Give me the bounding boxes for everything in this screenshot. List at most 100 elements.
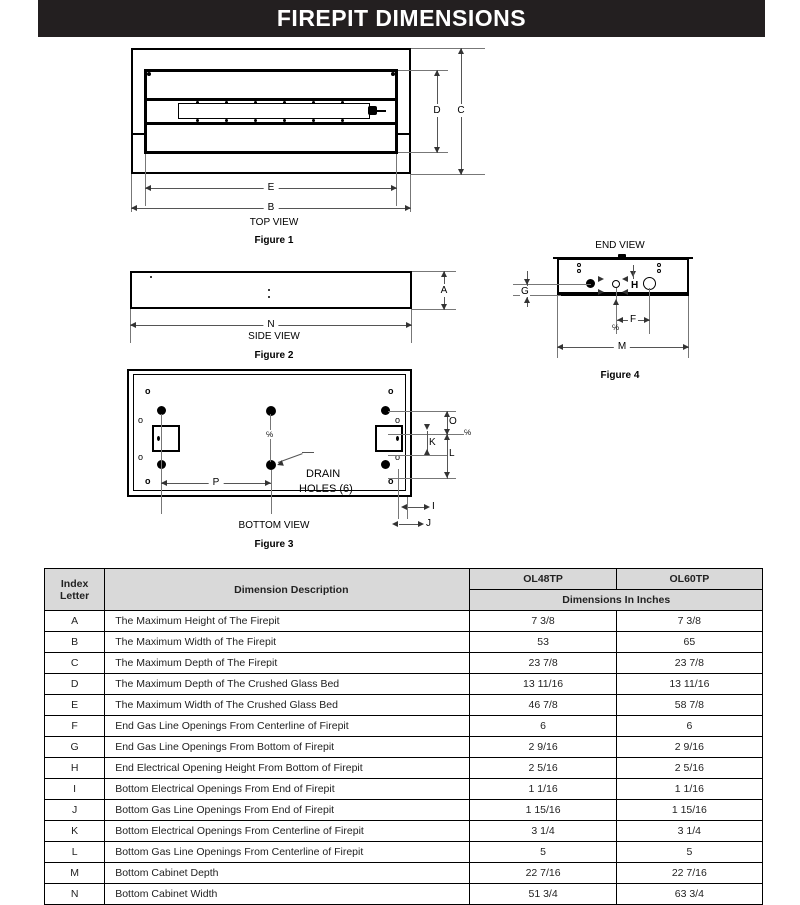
cell-value-ol60tp: 5 [615, 841, 764, 863]
fig1-dim-B-arrow-right [405, 205, 411, 211]
cell-index-letter: E [43, 694, 106, 716]
fig3-caption: Figure 3 [254, 539, 294, 550]
fig4-dim-G-arrow-up [524, 297, 530, 303]
table-header-row-1: Index Letter Dimension Description OL48T… [43, 568, 764, 611]
cell-value-ol60tp: 58 7/8 [615, 694, 764, 716]
fig4-dim-F-arrow-left [617, 317, 623, 323]
fig2-caption: Figure 2 [254, 350, 294, 361]
fig4-dim-label-G: G [520, 286, 530, 297]
page-header-banner: FIREPIT DIMENSIONS [38, 0, 765, 37]
fig3-dim-K-line [427, 431, 428, 455]
fig4-vent-hole [657, 269, 661, 273]
cell-description: The Maximum Width of The Firepit [104, 631, 471, 653]
fig4-ext-line [513, 295, 561, 296]
cell-value-ol48tp: 22 7/16 [469, 862, 617, 884]
fig1-ext-line [396, 154, 397, 206]
cell-value-ol48tp: 13 11/16 [469, 673, 617, 695]
cell-value-ol60tp: 23 7/8 [615, 652, 764, 674]
fig1-dim-B-arrow-left [131, 205, 137, 211]
fig1-dim-label-B: B [263, 202, 279, 213]
fig1-caption: Figure 1 [254, 235, 294, 246]
fig4-ext-line [616, 288, 617, 334]
fig3-drain-hole [381, 460, 390, 469]
fig3-hole-mark: o [388, 386, 394, 396]
cell-value-ol60tp: 13 11/16 [615, 673, 764, 695]
fig1-ext-line [398, 152, 448, 153]
fig3-drain-hole [266, 406, 276, 416]
fig1-rail-top [144, 98, 398, 101]
fig3-dim-label-O: O [449, 416, 457, 427]
fig2-surface-mark [268, 296, 270, 298]
fig3-knockout-right [375, 425, 403, 452]
fig1-burner-port [341, 101, 344, 104]
cell-index-letter: K [43, 820, 106, 842]
fig2-ext-line [412, 271, 456, 272]
fig4-dim-H-arrow-d [622, 289, 628, 295]
fig2-surface-mark [150, 276, 152, 278]
fig1-burner-port [254, 119, 257, 122]
fig1-burner-port [254, 101, 257, 104]
fig4-ext-line [513, 284, 591, 285]
fig1-burner-port [196, 101, 199, 104]
fig1-view-label: TOP VIEW [249, 217, 299, 228]
cell-description: The Maximum Depth of The Firepit [104, 652, 471, 674]
cell-index-letter: C [43, 652, 106, 674]
fig4-top-cap [553, 257, 693, 259]
cell-value-ol48tp: 23 7/8 [469, 652, 617, 674]
fig3-dim-J-arrow-right [418, 521, 424, 527]
fig4-vent-hole [657, 263, 661, 267]
fig4-ext-line [557, 296, 558, 358]
fig4-ext-line [688, 296, 689, 358]
fig3-hole-mark: o [145, 476, 151, 486]
fig3-dim-O-arrow-up [444, 411, 450, 417]
fig3-view-label: BOTTOM VIEW [238, 520, 310, 531]
fig2-surface-mark [268, 289, 270, 291]
fig3-ext-line [407, 497, 408, 519]
cell-index-letter: I [43, 778, 106, 800]
fig3-callout-underline [302, 452, 314, 453]
fig1-ext-line [398, 70, 448, 71]
fig3-ext-line [388, 411, 456, 412]
cell-value-ol48tp: 3 1/4 [469, 820, 617, 842]
fig4-top-nub [618, 254, 626, 258]
figure-4-end-view: END VIEW G H F ℅ M Figure 4 [500, 235, 800, 390]
cell-value-ol48tp: 1 15/16 [469, 799, 617, 821]
fig3-dim-I-arrow-right [424, 504, 430, 510]
fig1-burner-port [283, 101, 286, 104]
fig3-centerline-symbol-right: ℅ [464, 428, 472, 437]
fig3-dim-label-P: P [208, 477, 224, 488]
fig3-ext-line [388, 478, 456, 479]
fig3-dim-J-arrow-left [392, 521, 398, 527]
fig3-dim-label-K: K [429, 437, 436, 448]
fig4-gas-opening-left [586, 279, 595, 288]
cell-index-letter: L [43, 841, 106, 863]
fig3-ext-line [388, 455, 448, 456]
fig4-dim-label-H: H [630, 280, 640, 291]
header-index-line1: Index [60, 577, 89, 590]
cell-index-letter: J [43, 799, 106, 821]
cell-description: End Gas Line Openings From Centerline of… [104, 715, 471, 737]
cell-value-ol60tp: 3 1/4 [615, 820, 764, 842]
fig3-knockout-left [152, 425, 180, 452]
fig3-ext-line [161, 414, 162, 514]
cell-description: The Maximum Depth of The Crushed Glass B… [104, 673, 471, 695]
fig4-centerline-symbol: ℅ [612, 323, 620, 332]
fig3-dim-K-arrow-down [424, 424, 430, 430]
cell-value-ol48tp: 2 9/16 [469, 736, 617, 758]
fig1-burner-port [283, 119, 286, 122]
header-model-ol48tp: OL48TP [469, 568, 617, 590]
fig1-burner-port [341, 119, 344, 122]
fig1-ext-line [411, 174, 485, 175]
cell-value-ol48tp: 5 [469, 841, 617, 863]
fig3-dim-J-line [399, 524, 421, 525]
fig1-corner-mark [391, 72, 395, 76]
fig3-callout-line-1: DRAIN [306, 468, 341, 480]
cell-value-ol48tp: 53 [469, 631, 617, 653]
fig3-hole-mark: o [395, 452, 401, 462]
